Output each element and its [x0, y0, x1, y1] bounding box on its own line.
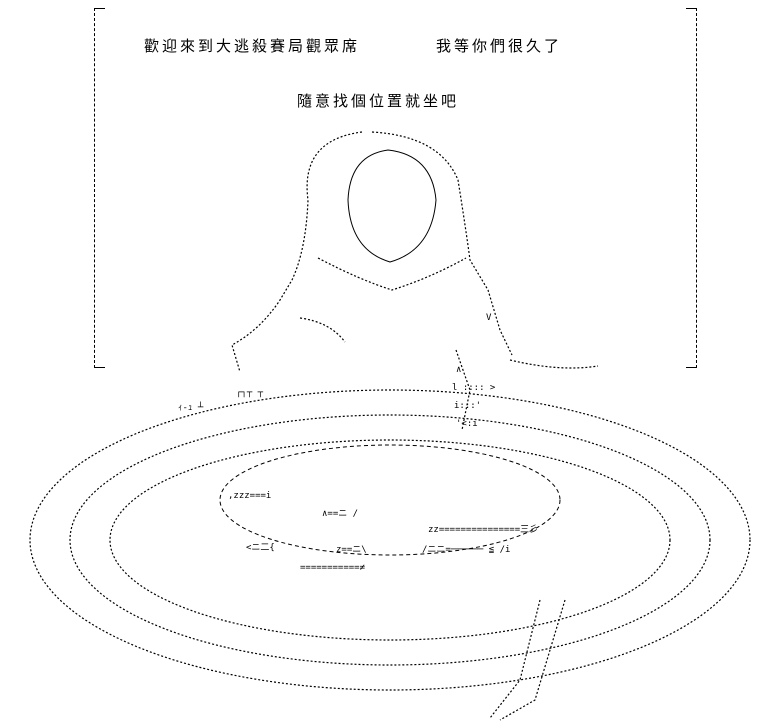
right-bracket — [686, 8, 697, 368]
art-fragment: i:::' — [454, 401, 481, 411]
art-fragment: '<:i — [456, 419, 478, 429]
art-fragment: ∧ — [456, 365, 461, 375]
art-fragment: ===========≠ — [300, 563, 366, 573]
art-fragment: l :::: > — [452, 383, 496, 393]
art-fragment: ∧==ニ / — [322, 509, 358, 519]
caption-waiting: 我等你們很久了 — [436, 37, 563, 55]
art-fragment: <ニ二{ — [246, 543, 275, 553]
caption-welcome: 歡迎來到大逃殺賽局觀眾席 — [144, 37, 361, 55]
art-fragment: ｨ-ｭ ┴ — [178, 401, 204, 413]
art-fragment: ┌┐┬ ┬ — [236, 388, 264, 398]
art-fragment: zz===============三彡 — [428, 524, 538, 535]
art-fragment: /ニニ=────── ≦ /i — [422, 545, 510, 555]
art-fragment: ,zzz===i — [228, 491, 271, 501]
left-bracket — [94, 8, 105, 368]
art-fragment: z==ニ\ — [336, 545, 367, 555]
art-fragment: V — [486, 313, 492, 323]
caption-take-seat: 隨意找個位置就坐吧 — [297, 92, 460, 110]
